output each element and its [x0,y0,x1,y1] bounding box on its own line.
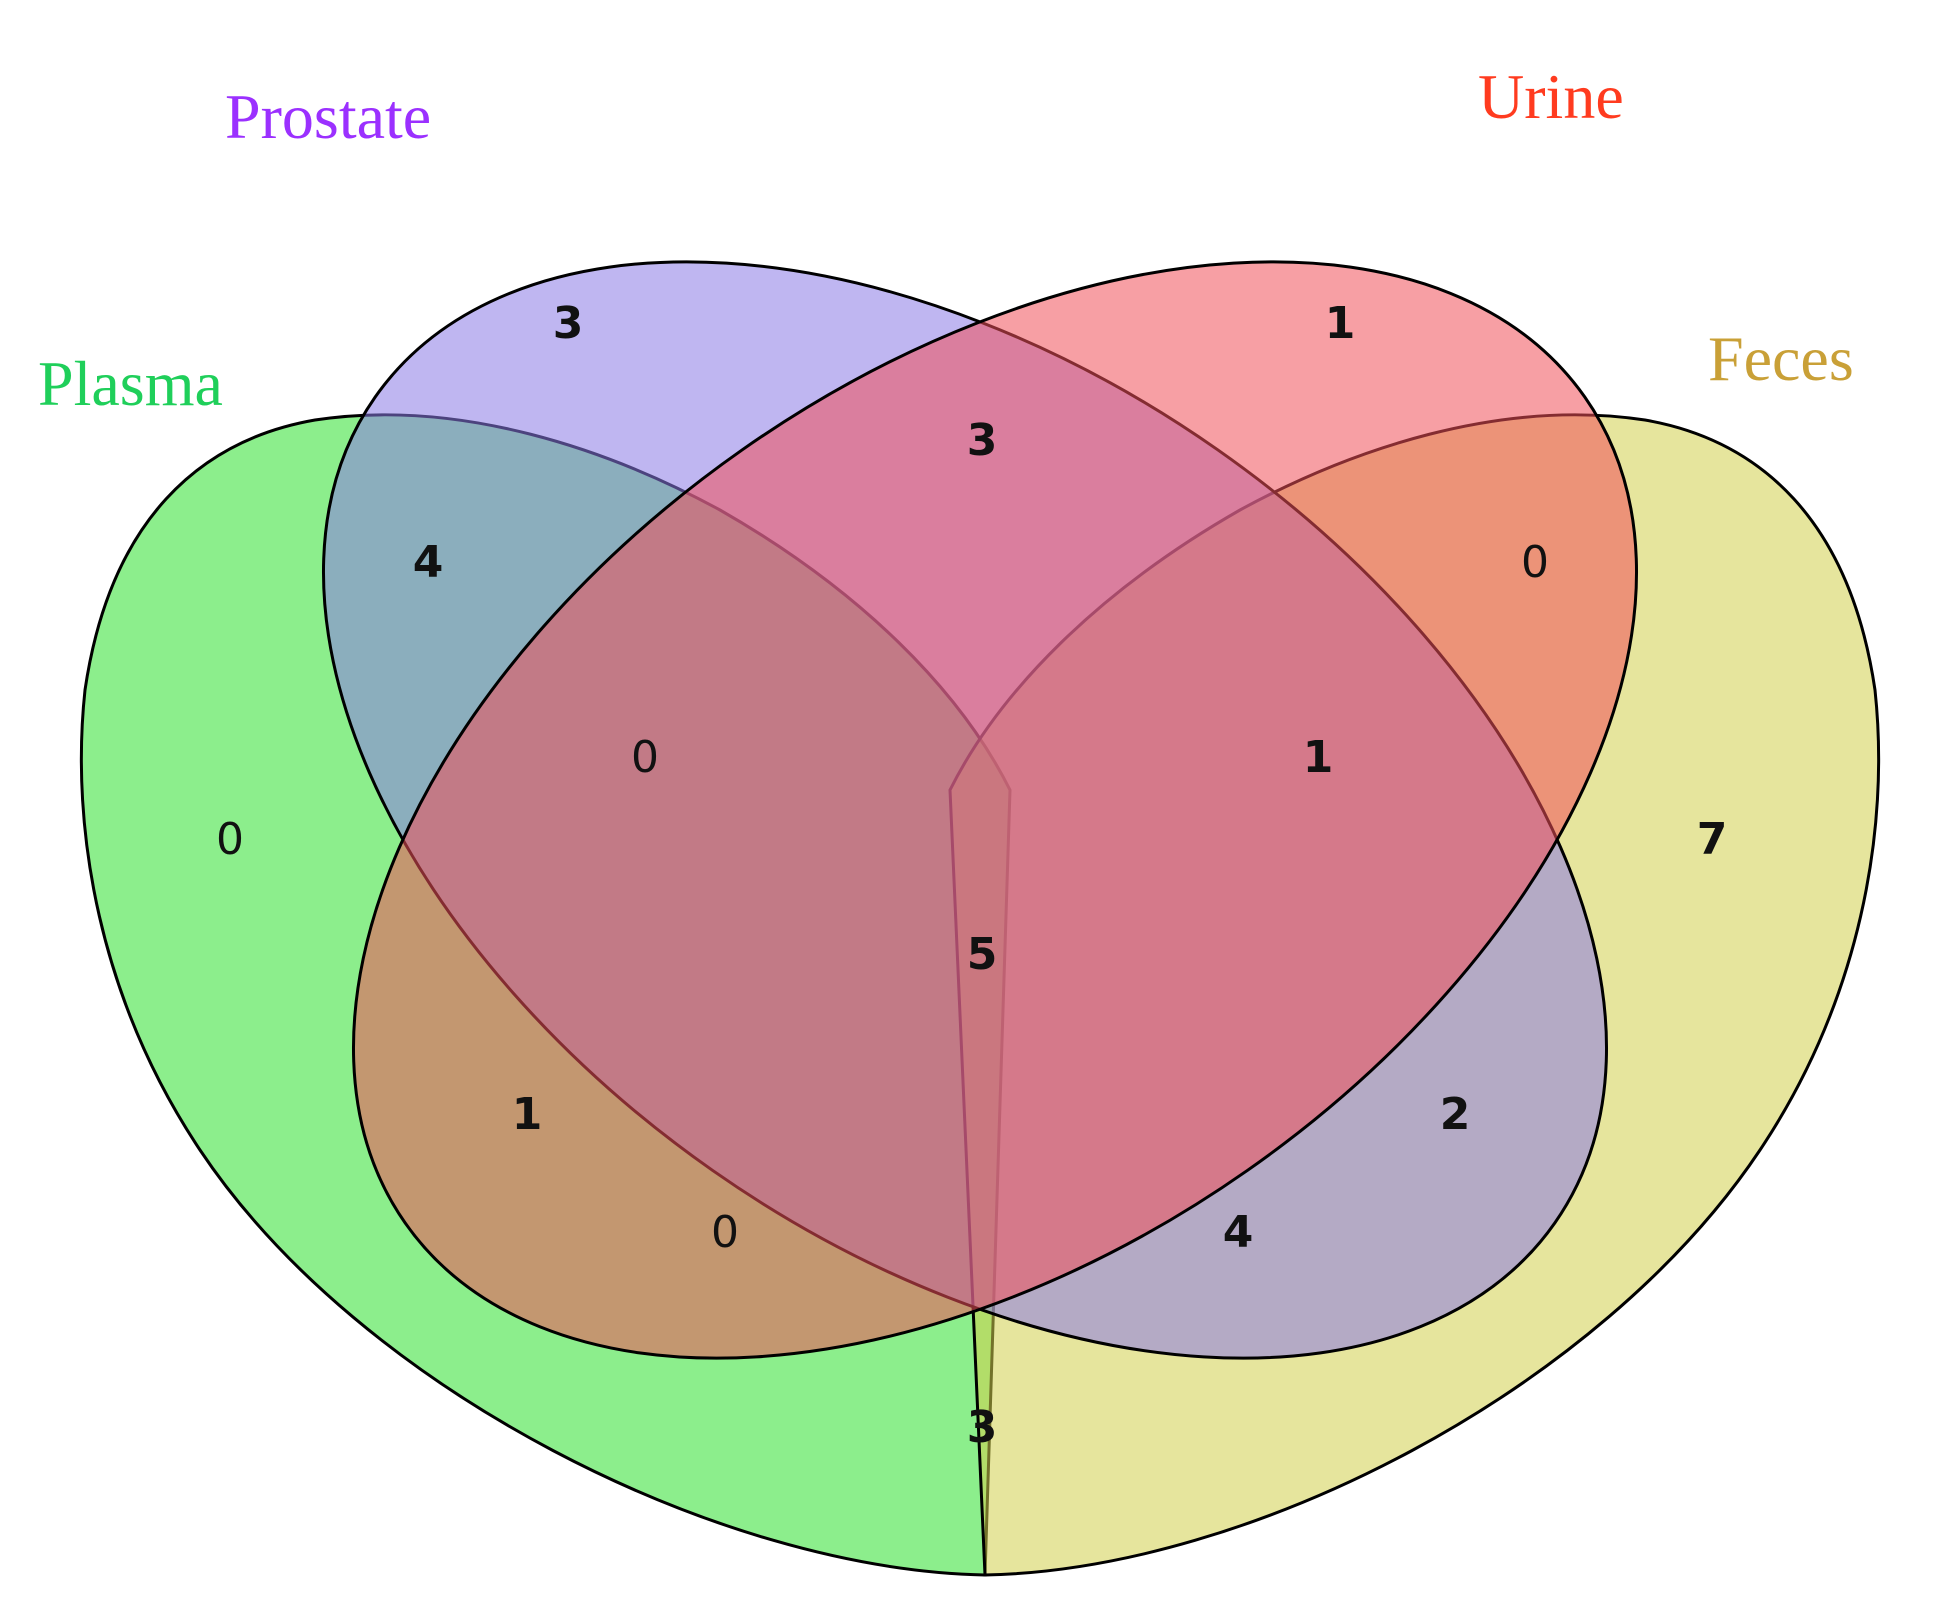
region-count-plasma-prostate-urine: 0 [631,732,659,783]
region-count-plasma-only: 0 [216,814,244,865]
urine-set-shape [351,260,1639,1360]
region-count-prostate-urine-feces: 1 [1303,732,1334,783]
region-count-plasma-urine-feces: 0 [711,1207,739,1258]
region-count-prostate-urine: 3 [967,415,998,466]
urine-label: Urine [1478,61,1624,132]
region-count-urine-only: 1 [1325,298,1356,349]
region-count-prostate-feces: 2 [1440,1089,1471,1140]
region-count-all-four: 5 [967,929,998,980]
region-count-prostate-only: 3 [553,298,584,349]
region-count-plasma-prostate: 4 [413,537,444,588]
region-count-feces-only: 7 [1697,814,1728,865]
region-count-urine-feces: 0 [1521,537,1549,588]
prostate-label: Prostate [225,81,431,152]
feces-label: Feces [1708,323,1854,394]
region-count-plasma-prostate-feces: 4 [1223,1207,1254,1258]
region-count-plasma-urine: 1 [512,1089,543,1140]
region-count-plasma-feces: 3 [967,1402,998,1453]
plasma-label: Plasma [38,348,223,419]
